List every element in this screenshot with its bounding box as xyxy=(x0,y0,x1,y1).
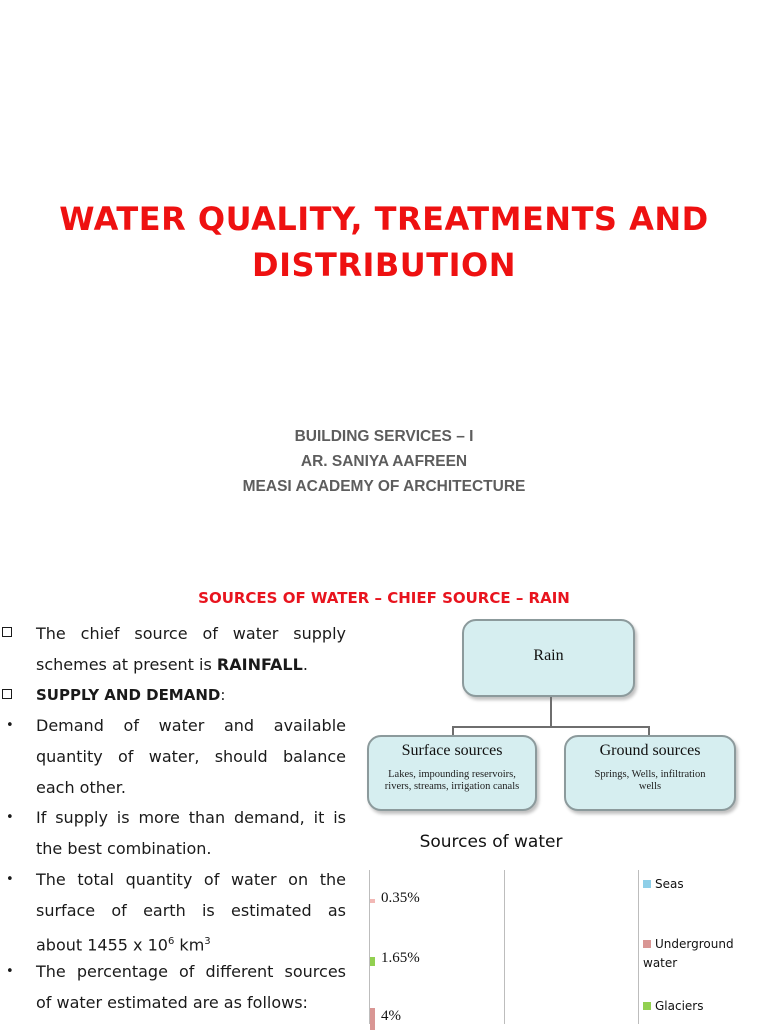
ground-sources-desc-2: wells xyxy=(638,781,662,792)
legend-item-seas: Seas xyxy=(643,875,763,894)
page-title: WATER QUALITY, TREATMENTS AND DISTRIBUTI… xyxy=(40,196,728,288)
para-1-line-1: The chief source of water supply xyxy=(36,624,346,643)
chart-title: Sources of water xyxy=(419,832,563,852)
checkbox-bullet-icon xyxy=(2,627,12,637)
legend-swatch xyxy=(643,1002,651,1010)
chart-bar xyxy=(370,899,375,903)
rain-box: Rain xyxy=(462,619,635,697)
ground-sources-box: Ground sources Springs, Wells, infiltrat… xyxy=(564,735,736,811)
bullet-3-line-2: surface of earth is estimated as xyxy=(36,901,346,920)
legend-label: Underground xyxy=(655,937,734,951)
unit-exponent: 3 xyxy=(204,936,211,947)
unit-text: km xyxy=(174,935,205,955)
connector-line xyxy=(648,726,650,736)
bullet-4-line-2: of water estimated are as follows: xyxy=(36,993,308,1012)
author-name: AR. SANIYA AAFREEN xyxy=(300,453,468,470)
chart-bar xyxy=(370,956,375,966)
legend-swatch xyxy=(643,940,651,948)
bullet-2-line-2: the best combination. xyxy=(36,839,212,858)
para-1-text: schemes at present is xyxy=(36,655,217,674)
surface-sources-title: Surface sources xyxy=(401,742,503,759)
title-line-2: DISTRIBUTION xyxy=(252,246,516,284)
supply-demand-colon: : xyxy=(220,686,226,704)
supply-demand-heading: SUPPLY AND DEMAND: xyxy=(36,680,346,711)
bullet-1-line-2: quantity of water, should balance xyxy=(36,747,346,766)
legend-item-underground-water: Underground water xyxy=(643,935,763,973)
connector-line xyxy=(452,726,650,728)
bullet-3-line-1: The total quantity of water on the xyxy=(36,870,346,889)
legend-label-cont: water xyxy=(643,956,678,970)
chart-bar xyxy=(370,1008,375,1030)
supply-demand-label: SUPPLY AND DEMAND xyxy=(36,686,221,704)
chart-gridline xyxy=(504,870,505,1024)
institution-name: MEASI ACADEMY OF ARCHITECTURE xyxy=(242,478,526,495)
chart-data-label: 0.35% xyxy=(381,890,420,906)
exponent: 6 xyxy=(167,936,175,947)
legend-label: Seas xyxy=(655,877,684,891)
chart-data-label: 4% xyxy=(381,1008,401,1024)
bullet-4-line-1: The percentage of different sources xyxy=(36,962,346,981)
bullet-icon: • xyxy=(6,810,14,825)
surface-sources-desc-1: Lakes, impounding reservoirs, xyxy=(388,769,516,780)
para-1-period: . xyxy=(302,655,308,674)
checkbox-bullet-icon xyxy=(2,689,12,699)
connector-line xyxy=(550,697,552,727)
ground-sources-desc-1: Springs, Wells, infiltration xyxy=(594,769,706,780)
chart-data-label: 1.65% xyxy=(381,950,420,966)
section-heading: SOURCES OF WATER – CHIEF SOURCE – RAIN xyxy=(198,589,570,607)
rainfall-emphasis: RAINFALL xyxy=(216,655,303,674)
surface-sources-box: Surface sources Lakes, impounding reserv… xyxy=(367,735,537,811)
legend-item-glaciers: Glaciers xyxy=(643,997,763,1016)
ground-sources-title: Ground sources xyxy=(599,742,701,759)
legend-label: Glaciers xyxy=(655,999,704,1013)
rain-label: Rain xyxy=(533,647,564,664)
bullet-icon: • xyxy=(6,718,14,733)
connector-line xyxy=(452,726,454,736)
title-line-1: WATER QUALITY, TREATMENTS AND xyxy=(59,200,709,238)
legend-swatch xyxy=(643,880,651,888)
bullet-3-line-3: about 1455 x 106 km3 xyxy=(36,926,346,957)
bullet-icon: • xyxy=(6,964,14,979)
bullet-icon: • xyxy=(6,872,14,887)
course-name: BUILDING SERVICES – I xyxy=(294,428,474,445)
bullet-1-line-3: each other. xyxy=(36,778,126,797)
chart-gridline xyxy=(638,870,639,1024)
bullet-1-line-1: Demand of water and available xyxy=(36,716,346,735)
bullet-2-line-1: If supply is more than demand, it is xyxy=(36,808,346,827)
earth-water-text: about 1455 x 10 xyxy=(36,935,168,955)
surface-sources-desc-2: rivers, streams, irrigation canals xyxy=(384,781,520,792)
para-1-line-2: schemes at present is RAINFALL. xyxy=(36,649,346,680)
chart-axis-line xyxy=(369,870,370,1024)
